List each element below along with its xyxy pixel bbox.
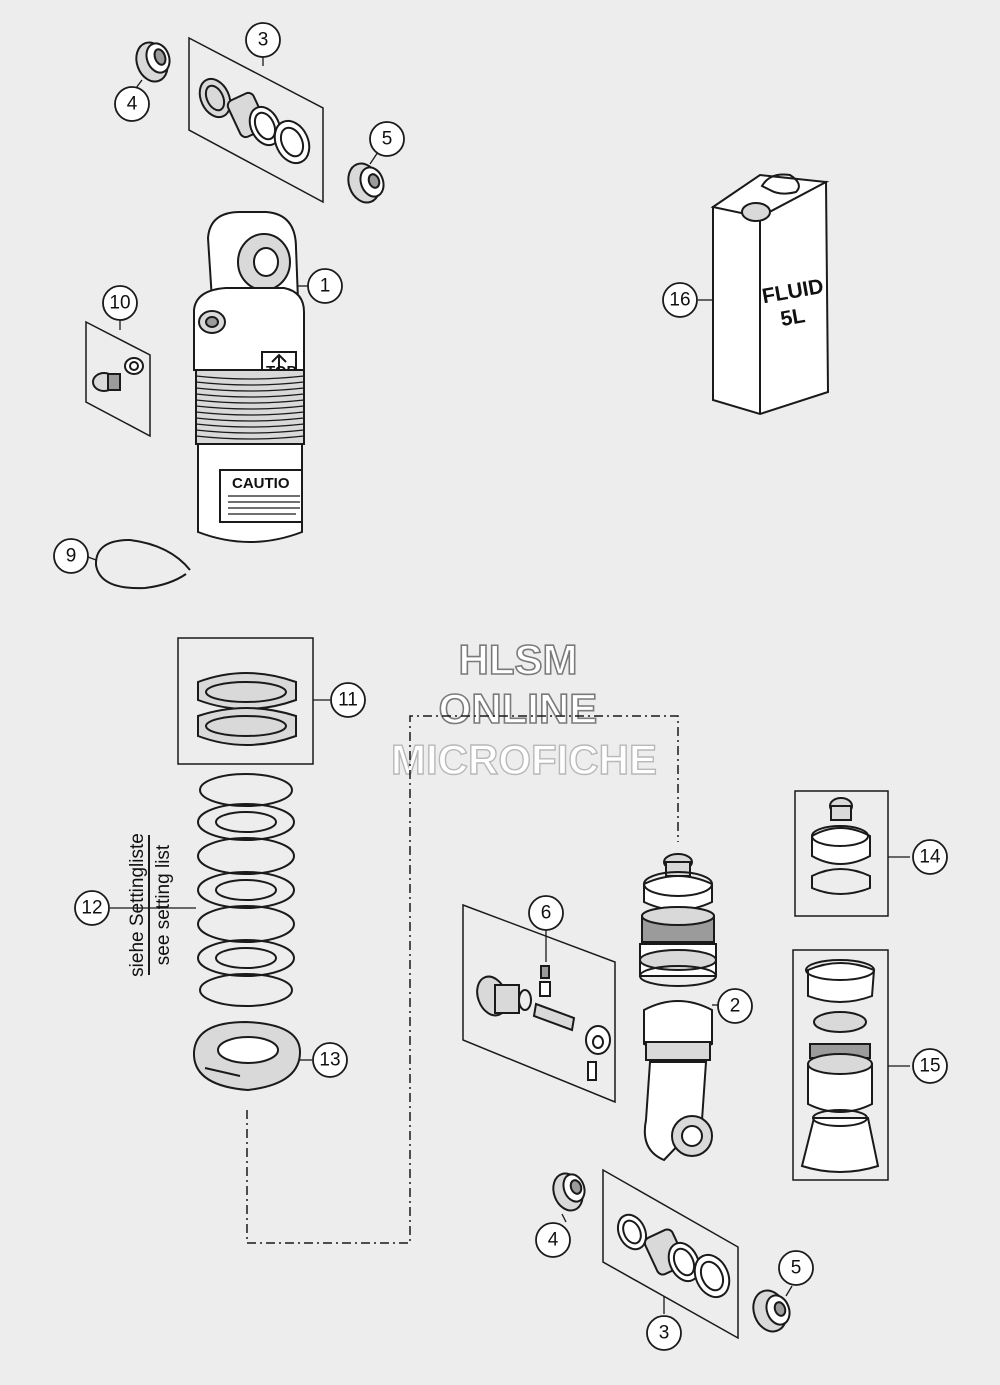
part-2-damper-unit [639, 853, 717, 1162]
svg-text:15: 15 [919, 1056, 940, 1077]
callout-1: 1 [307, 268, 343, 304]
part-16-fluid-can: FLUID 5L [710, 173, 830, 416]
seal-kit-bottom [602, 1168, 739, 1340]
svg-text:3: 3 [659, 1323, 670, 1344]
part-4-top [135, 41, 171, 83]
svg-text:10: 10 [109, 293, 130, 314]
svg-text:1: 1 [320, 276, 331, 297]
caution-label: CAUTIO [232, 475, 290, 492]
svg-text:6: 6 [541, 903, 552, 924]
shock-absorber-body: TOP CAUTIO [193, 211, 305, 543]
part-5-top [347, 162, 385, 204]
svg-text:see setting list: see setting list [153, 844, 174, 965]
part-13-spring-retainer [193, 1020, 312, 1092]
callout-3-bottom: 3 [646, 1315, 682, 1351]
callout-5-bottom: 5 [778, 1250, 814, 1286]
svg-text:MICROFICHE: MICROFICHE [391, 736, 657, 783]
callout-15: 15 [912, 1048, 948, 1084]
part-6-valve-kit [462, 903, 616, 1104]
fluid-volume: 5L [779, 304, 807, 331]
svg-text:12: 12 [81, 898, 102, 919]
svg-text:5: 5 [791, 1258, 802, 1279]
watermark: HLSM ONLINE MICROFICHE [390, 635, 657, 784]
assembly-dashed-line [246, 715, 679, 1244]
part-14-top-assembly [794, 790, 889, 917]
svg-text:16: 16 [669, 290, 690, 311]
part-11-adjusting-rings [177, 637, 330, 765]
part-4-bottom [552, 1172, 586, 1212]
part-5-bottom [752, 1289, 791, 1333]
callout-10: 10 [102, 285, 138, 321]
callout-11: 11 [330, 682, 366, 718]
svg-text:3: 3 [258, 30, 269, 51]
part-10-adjuster-kit [85, 320, 151, 438]
callout-16: 16 [662, 282, 698, 318]
callout-4-top: 4 [114, 86, 150, 122]
seal-kit-top [188, 36, 324, 204]
spring-setting-note: siehe Settingliste see setting list [127, 833, 174, 977]
svg-text:14: 14 [919, 847, 941, 868]
svg-text:4: 4 [127, 94, 138, 115]
callout-14: 14 [912, 839, 948, 875]
svg-text:HLSM: HLSM [459, 636, 578, 683]
callout-2: 2 [717, 988, 753, 1024]
callout-12: 12 [74, 890, 110, 926]
part-12-spring [197, 773, 295, 1007]
callout-6: 6 [528, 895, 564, 931]
callout-5-top: 5 [369, 121, 405, 157]
svg-text:5: 5 [382, 129, 393, 150]
part-15-piston-assembly [792, 949, 889, 1181]
svg-text:13: 13 [319, 1050, 340, 1071]
part-9-circlip [94, 538, 191, 590]
svg-text:9: 9 [66, 546, 77, 567]
callout-3-top: 3 [245, 22, 281, 58]
callout-4-bottom: 4 [535, 1222, 571, 1258]
callout-13: 13 [312, 1042, 348, 1078]
svg-text:2: 2 [730, 996, 741, 1017]
callout-9: 9 [53, 538, 89, 574]
svg-text:11: 11 [338, 690, 358, 711]
svg-text:ONLINE: ONLINE [439, 685, 598, 732]
svg-text:siehe Settingliste: siehe Settingliste [127, 833, 148, 977]
svg-text:4: 4 [548, 1230, 559, 1251]
